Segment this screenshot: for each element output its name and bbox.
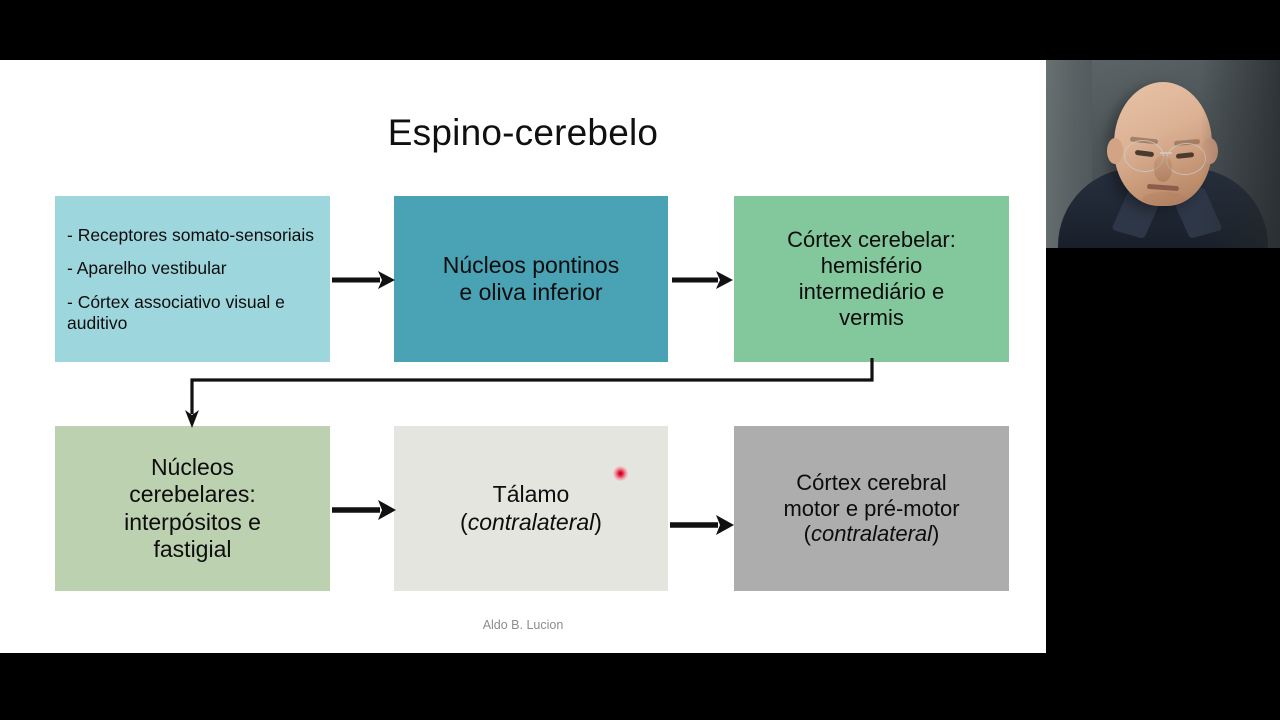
cerebellar-cortex-line-1: Córtex cerebelar: (787, 227, 956, 253)
glasses-bridge-icon (1160, 152, 1172, 154)
thalamus-contralateral: contralateral (467, 508, 595, 535)
motor-cortex-paren-close: ) (932, 521, 940, 547)
cerebellar-nuclei-line-2: cerebelares: (129, 481, 256, 508)
flow-box-motor-cortex: Córtex cerebral motor e pré-motor (contr… (734, 426, 1009, 591)
cerebellar-cortex-line-2: hemisfério (820, 253, 923, 279)
sources-bullet-1: - Receptores somato-sensoriais (67, 224, 315, 245)
presenter-nose (1154, 156, 1172, 182)
thalamus-paren-open: ( (460, 508, 468, 535)
motor-cortex-line-1: Córtex cerebral (796, 469, 947, 495)
flow-box-thalamus: Tálamo (contralateral) (394, 426, 668, 591)
motor-cortex-line-2: motor e pré-motor (783, 495, 960, 521)
flow-box-cerebellar-nuclei: Núcleos cerebelares: interpósitos e fast… (55, 426, 330, 591)
presenter-ear-left (1107, 138, 1123, 164)
pontine-line-1: Núcleos pontinos (442, 251, 620, 278)
pontine-line-2: e oliva inferior (459, 279, 603, 305)
presenter-head (1107, 82, 1218, 206)
flow-box-pontine-nuclei: Núcleos pontinos e oliva inferior (394, 196, 668, 362)
arrow-thalamus-to-motor-cortex (670, 515, 734, 535)
thalamus-line-1: Tálamo (492, 481, 570, 508)
arrow-pontine-to-cerebellar-cortex (672, 271, 733, 289)
motor-cortex-paren-open: ( (803, 521, 811, 547)
presenter-video-feed[interactable] (1046, 60, 1280, 248)
sources-bullet-3: - Córtex associativo visual e auditivo (67, 292, 285, 333)
arrow-sources-to-pontine (332, 271, 395, 289)
cerebellar-nuclei-line-1: Núcleos (150, 454, 235, 481)
presentation-slide: Espino-cerebelo - Receptores somato-sens… (0, 60, 1046, 653)
flow-box-sources: - Receptores somato-sensoriais - Aparelh… (55, 196, 330, 362)
arrow-nuclei-to-thalamus (332, 500, 396, 520)
thalamus-line-2: (contralateral) (402, 509, 660, 536)
cerebellar-nuclei-line-3: interpósitos e (124, 508, 261, 535)
flow-box-cerebellar-cortex: Córtex cerebelar: hemisfério intermediár… (734, 196, 1009, 362)
cerebellar-nuclei-line-4: fastigial (153, 535, 232, 562)
webcam-vignette (1200, 60, 1280, 248)
presenter-mouth (1146, 183, 1180, 192)
arrow-cerebellar-cortex-to-nuclei (185, 358, 874, 428)
cerebellar-cortex-line-4: vermis (839, 304, 904, 330)
motor-cortex-line-3: (contralateral) (742, 521, 1001, 547)
sources-bullet-2: - Aparelho vestibular (67, 258, 227, 279)
cerebellar-cortex-line-3: intermediário e (798, 279, 945, 304)
slide-title: Espino-cerebelo (387, 112, 659, 153)
presenter-chin (1142, 192, 1186, 206)
slide-credit: Aldo B. Lucion (482, 618, 564, 632)
thalamus-paren-close: ) (594, 508, 602, 535)
motor-cortex-contralateral: contralateral (810, 521, 933, 547)
